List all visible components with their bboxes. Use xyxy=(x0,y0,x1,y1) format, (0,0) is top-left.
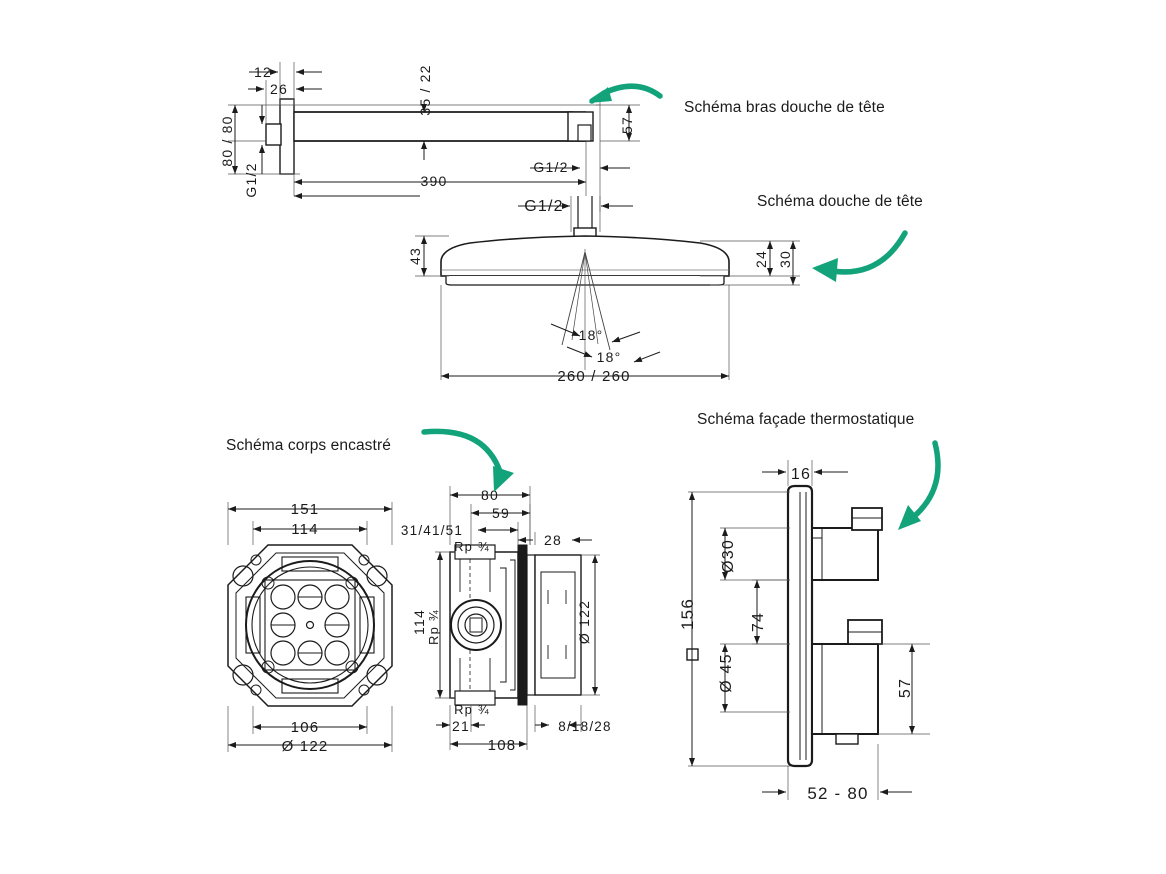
dim-side-21: 21 xyxy=(452,718,470,734)
caption-thermostatic-facade: Schéma façade thermostatique xyxy=(697,411,915,428)
dim-body-151: 151 xyxy=(291,501,320,518)
dim-side-d122: Ø 122 xyxy=(576,600,592,644)
dim-side-31-41-51: 31/41/51 xyxy=(401,523,463,538)
dim-fac-74: 74 xyxy=(750,612,767,632)
concealed-body-side-view xyxy=(435,486,600,750)
shower-head-drawing xyxy=(415,196,800,380)
dim-fac-d30: Ø30 xyxy=(720,539,737,573)
dim-side-8-18-28: 8/18/28 xyxy=(558,719,611,734)
dim-side-rp34-bot: Rp ¾ xyxy=(454,702,490,717)
dim-body-114: 114 xyxy=(291,521,319,538)
dim-fac-57: 57 xyxy=(897,678,914,698)
dim-arm-12: 12 xyxy=(254,64,272,80)
dim-arm-390: 390 xyxy=(421,173,448,189)
caption-shower-arm: Schéma bras douche de tête xyxy=(684,99,885,116)
arrow-to-shower-arm-icon xyxy=(589,83,663,104)
dim-head-260: 260 / 260 xyxy=(557,368,630,385)
dim-side-108: 108 xyxy=(488,737,517,754)
dim-head-angle-2: 18° xyxy=(597,349,622,365)
dim-side-28: 28 xyxy=(544,532,562,548)
dim-head-angle-1: 18° xyxy=(579,327,604,343)
dim-arm-26: 26 xyxy=(270,81,288,97)
dim-side-114: 114 xyxy=(411,609,427,635)
arrow-to-concealed-body-icon xyxy=(421,428,514,492)
dim-arm-57: 57 xyxy=(619,116,635,134)
dim-arm-35-22: 35 / 22 xyxy=(417,64,433,115)
concealed-body-front-view xyxy=(227,502,393,752)
dim-head-g12: G1/2 xyxy=(524,198,564,215)
caption-concealed-body: Schéma corps encastré xyxy=(226,437,391,454)
dim-head-43: 43 xyxy=(407,247,423,265)
dim-side-rp34-top: Rp ¾ xyxy=(454,539,490,554)
dim-fac-d45: Ø 45 xyxy=(718,653,735,693)
dim-fac-16: 16 xyxy=(791,466,811,483)
thermostatic-facade-drawing xyxy=(688,460,930,800)
dim-body-d122: Ø 122 xyxy=(282,738,329,755)
dim-side-80: 80 xyxy=(481,487,499,503)
dim-fac-156: 156 xyxy=(678,598,697,630)
dim-head-24: 24 xyxy=(753,250,769,268)
dim-arm-g12-left: G1/2 xyxy=(243,162,259,197)
shower-arm-drawing xyxy=(228,62,640,212)
dim-body-106: 106 xyxy=(291,719,320,736)
square-symbol-icon xyxy=(686,648,699,661)
dim-head-30: 30 xyxy=(777,250,793,268)
dim-side-59: 59 xyxy=(492,505,510,521)
dim-fac-52-80: 52 - 80 xyxy=(807,784,868,803)
arrow-to-thermostatic-facade-icon xyxy=(898,440,941,530)
caption-shower-head: Schéma douche de tête xyxy=(757,193,923,210)
dim-arm-80-80: 80 / 80 xyxy=(219,115,235,166)
dim-arm-g12-mid: G1/2 xyxy=(533,159,568,175)
dim-side-rp34-mid: Rp ¾ xyxy=(426,609,441,645)
arrow-to-shower-head-icon xyxy=(812,230,908,282)
